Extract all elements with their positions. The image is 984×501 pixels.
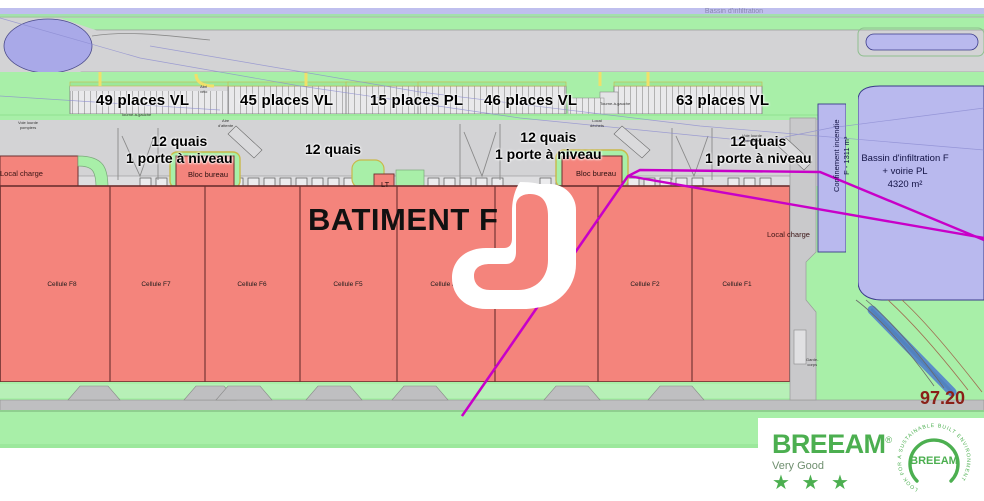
apron-greens (0, 114, 984, 120)
breeam-wordmark-text: BREEAM (772, 429, 886, 459)
breeam-wordmark: BREEAM® (772, 426, 892, 459)
breeam-rating-label: Very Good (772, 460, 824, 472)
breeam-seal-wordmark: BREEAM (911, 455, 959, 467)
guard-rail (793, 329, 807, 365)
annex-buildings (0, 149, 799, 275)
batiment-f-footprint (0, 185, 791, 383)
roundabout (0, 18, 211, 84)
breeam-circular-seal: LOOK FOR A SUSTAINABLE BUILT ENVIRONMENT… (897, 423, 971, 497)
breeam-registered-mark: ® (885, 435, 892, 445)
east-basins (789, 27, 984, 401)
breeam-star-rating: ★ ★ ★ (772, 472, 852, 494)
breeam-certification-badge: BREEAM® Very Good ★ ★ ★ LOOK FOR A SUSTA… (758, 418, 984, 501)
parking-bays (69, 85, 763, 115)
ramp-hatches (227, 125, 813, 171)
breeam-text-block: BREEAM® Very Good ★ ★ ★ (772, 426, 892, 494)
survey-lines (0, 17, 984, 151)
